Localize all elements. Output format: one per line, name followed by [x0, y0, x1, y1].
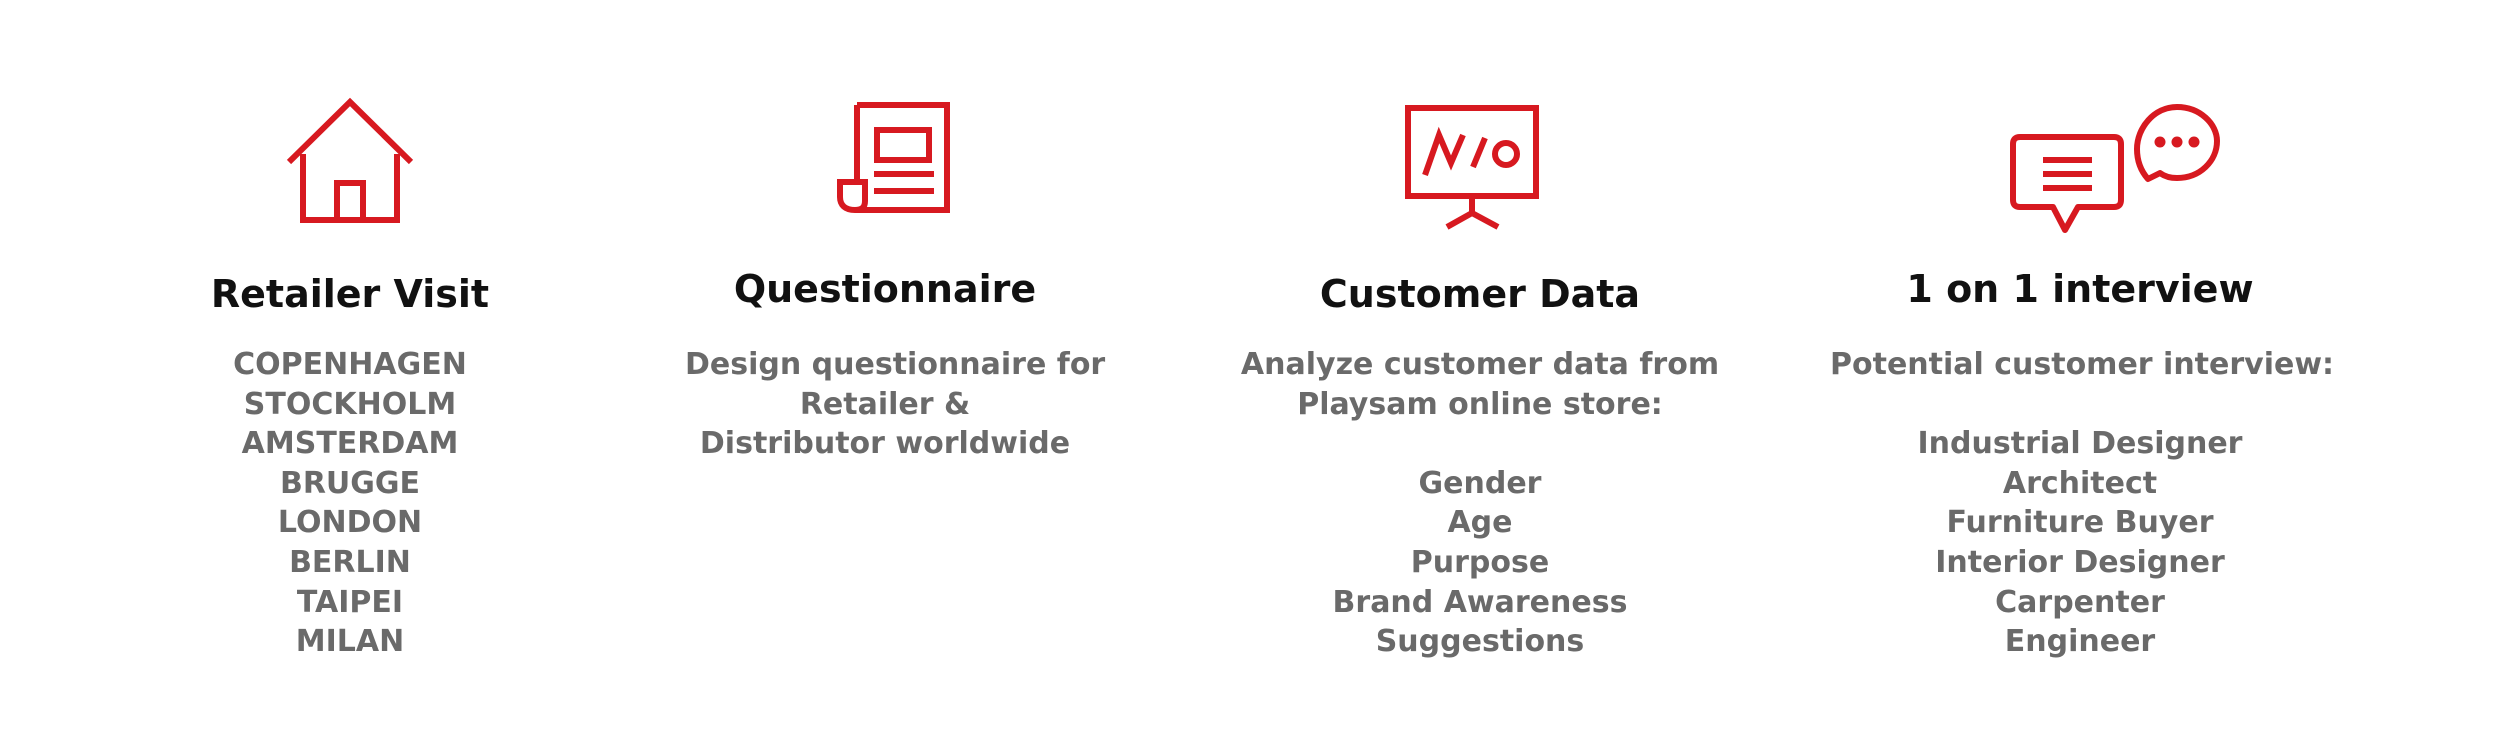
research-method-retailer-visit: Retailer Visit COPENHAGEN STOCKHOLM AMST…: [200, 0, 500, 740]
list-item: Brand Awareness: [1332, 584, 1628, 620]
list-item: Suggestions: [1375, 624, 1585, 660]
house-icon: [285, 95, 415, 225]
presentation-board-icon: [1405, 105, 1545, 230]
list-item: Playsam online store:: [1297, 386, 1663, 422]
list-item: BERLIN: [289, 544, 411, 580]
list-item: Retailer &: [799, 386, 971, 422]
list-item: Design questionnaire for: [685, 347, 1106, 382]
column-body: Design questionnaire for Retailer & Dist…: [685, 345, 1106, 464]
column-body: COPENHAGEN STOCKHOLM AMSTERDAM BRUGGE LO…: [200, 345, 500, 662]
list-item: Industrial Designer: [1917, 426, 2243, 462]
list-item: MILAN: [295, 624, 405, 660]
list-item: Analyze customer data from: [1240, 347, 1720, 382]
list-item: [1830, 385, 2330, 425]
column-title: 1 on 1 interview: [1906, 267, 2254, 311]
column-body: Analyze customer data from Playsam onlin…: [1230, 345, 1730, 662]
list-item: COPENHAGEN: [233, 347, 467, 382]
list-item: Furniture Buyer: [1946, 505, 2214, 541]
list-item: Potential customer interview:: [1830, 347, 2335, 382]
list-item: Purpose: [1410, 544, 1550, 580]
list-item: Age: [1447, 505, 1513, 541]
column-body: Potential customer interview: Industrial…: [1830, 345, 2335, 662]
column-title: Customer Data: [1319, 272, 1641, 316]
list-item: BRUGGE: [279, 465, 421, 501]
list-item: [1230, 424, 1730, 464]
list-item: Carpenter: [1995, 584, 2165, 620]
list-item: Architect: [2002, 465, 2158, 501]
column-title: Questionnaire: [733, 267, 1037, 311]
research-method-interview: 1 on 1 interview Potential customer inte…: [1830, 0, 2335, 740]
column-title: Retailer Visit: [210, 272, 490, 316]
chat-bubbles-icon: [2010, 100, 2230, 238]
list-item: Gender: [1418, 465, 1542, 501]
list-item: Distributor worldwide: [699, 426, 1071, 462]
list-item: TAIPEI: [296, 584, 404, 620]
list-item: STOCKHOLM: [243, 386, 457, 422]
newspaper-icon: [837, 100, 952, 215]
list-item: Interior Designer: [1935, 544, 2225, 580]
research-method-questionnaire: Questionnaire Design questionnaire for R…: [685, 0, 1106, 740]
list-item: Engineer: [2004, 624, 2156, 660]
research-method-customer-data: Customer Data Analyze customer data from…: [1230, 0, 1730, 740]
list-item: AMSTERDAM: [241, 426, 459, 462]
list-item: LONDON: [277, 505, 423, 541]
